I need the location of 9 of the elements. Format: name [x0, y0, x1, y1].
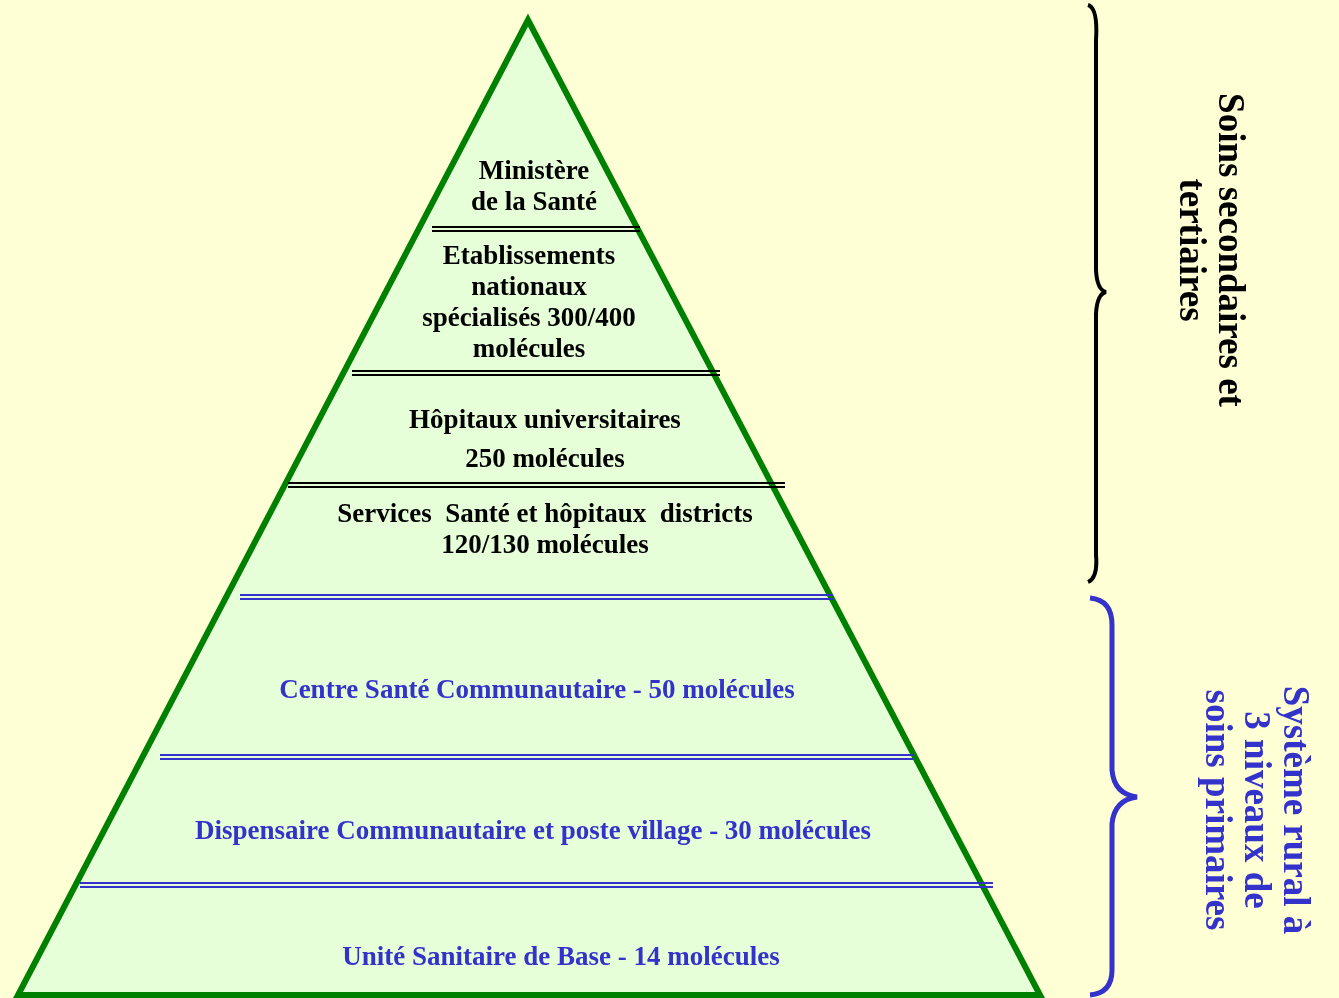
tier-label: Dispensaire Communautaire et poste village - 30 molécules: [103, 815, 963, 847]
tier-label: Hôpitaux universitaires 250 molécules: [400, 400, 690, 479]
tier-label: Ministère de la Santé: [466, 155, 602, 218]
tier-label: Etablissements nationaux spécialisés 300/400 molécules: [411, 240, 647, 365]
tier-label: Centre Santé Communautaire - 50 molécules: [197, 674, 877, 706]
bracket-label: Soins secondaires et tertiaires: [1171, 92, 1250, 409]
tier-label: Unité Sanitaire de Base - 14 molécules: [251, 941, 871, 973]
tier-label: Services Santé et hôpitaux districts 120/130 molécules: [325, 498, 765, 561]
bracket-label: Système rural à 3 niveaux de soins primaires: [1197, 684, 1315, 937]
